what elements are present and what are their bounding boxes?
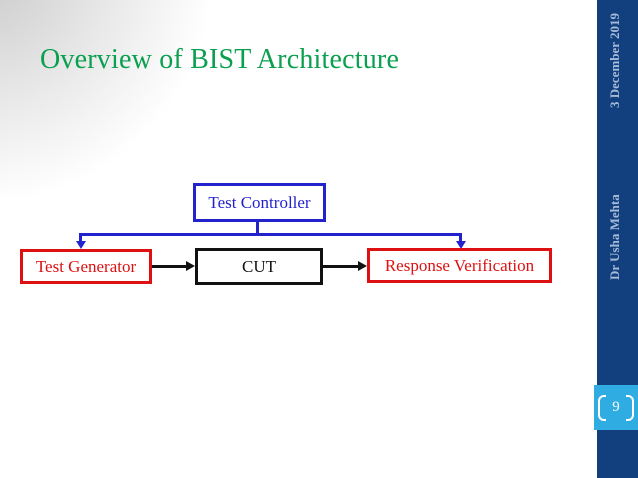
bracket-right-icon: [626, 394, 634, 421]
bracket-left-icon: [598, 394, 606, 421]
node-cut-label: CUT: [242, 257, 276, 276]
arrow-generator-to-cut: [152, 265, 186, 268]
slide-title: Overview of BIST Architecture: [40, 44, 400, 75]
page-number: 9: [612, 399, 620, 415]
node-test-generator-label: Test Generator: [35, 257, 137, 276]
slide-date: 3 December 2019: [607, 12, 622, 108]
connector-controller-stem: [256, 221, 259, 236]
node-test-generator: Test Generator: [20, 249, 152, 284]
arrowhead-right-cut-icon: [186, 261, 195, 271]
connector-drop-right: [459, 233, 462, 243]
node-response-verification: Response Verification: [367, 248, 552, 283]
node-test-controller-label: Test Controller: [208, 193, 311, 212]
arrowhead-down-right-icon: [456, 241, 466, 249]
arrowhead-down-left-icon: [76, 241, 86, 249]
node-response-verification-label: Response Verification: [384, 256, 535, 275]
connector-horizontal-bus: [79, 233, 462, 236]
node-test-controller: Test Controller: [193, 183, 326, 222]
page-number-box: 9: [594, 385, 638, 430]
node-cut: CUT: [195, 248, 323, 285]
arrow-cut-to-response: [323, 265, 358, 268]
slide-author: Dr Usha Mehta: [607, 194, 622, 281]
connector-drop-left: [79, 233, 82, 243]
arrowhead-right-response-icon: [358, 261, 367, 271]
